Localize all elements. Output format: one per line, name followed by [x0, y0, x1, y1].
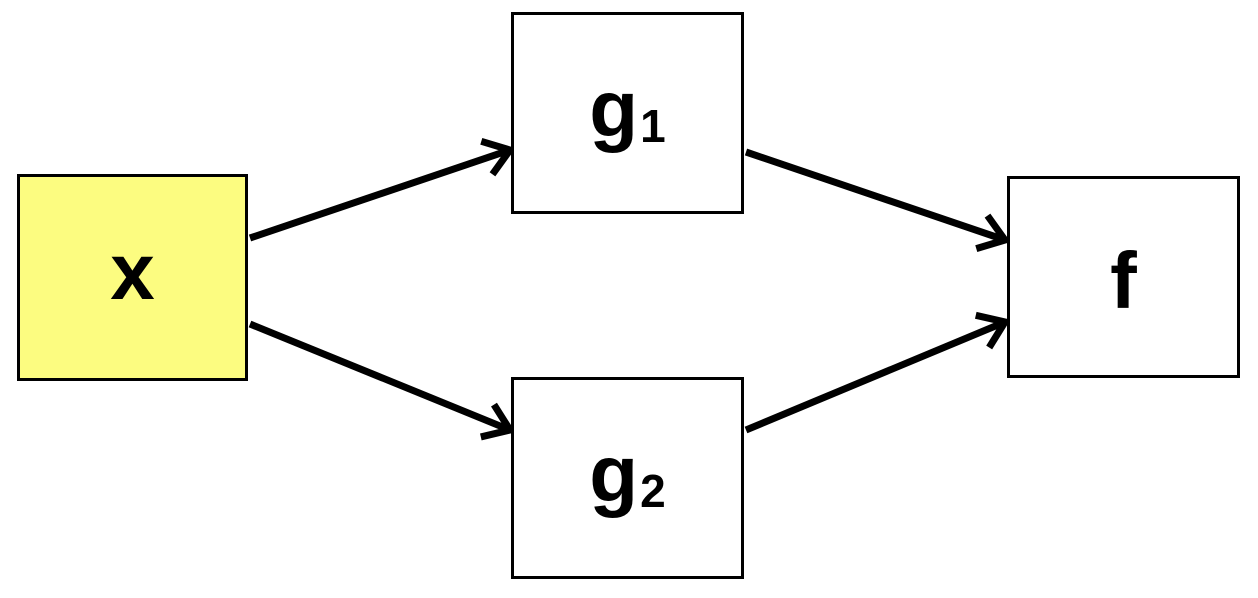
- node-g1-label: g1: [589, 69, 666, 152]
- edge-line: [744, 148, 1007, 244]
- node-g1: g1: [511, 12, 744, 214]
- edge-x-g2: [248, 320, 516, 441]
- node-g2-subscript: 2: [640, 465, 666, 517]
- edge-x-g1: [248, 137, 516, 242]
- node-g2-label: g2: [589, 434, 666, 517]
- node-x-text: x: [110, 226, 155, 316]
- node-f-label: f: [1110, 241, 1137, 321]
- node-g2-text: g: [589, 429, 639, 518]
- node-f: f: [1007, 176, 1240, 378]
- node-g1-text: g: [589, 64, 639, 153]
- node-g1-subscript: 1: [640, 100, 666, 152]
- arrowhead: [974, 311, 1011, 350]
- edge-line: [248, 320, 512, 434]
- edge-line: [248, 146, 512, 242]
- edge-g2-f: [744, 311, 1011, 434]
- node-x-label: x: [110, 231, 155, 312]
- arrowhead: [975, 213, 1011, 253]
- node-f-text: f: [1110, 236, 1137, 325]
- node-g2: g2: [511, 377, 744, 579]
- arrowhead: [480, 137, 516, 177]
- edges-group: [248, 137, 1011, 441]
- edge-g1-f: [744, 148, 1011, 253]
- arrowhead: [480, 402, 516, 441]
- edge-line: [744, 318, 1007, 434]
- node-x: x: [17, 174, 248, 381]
